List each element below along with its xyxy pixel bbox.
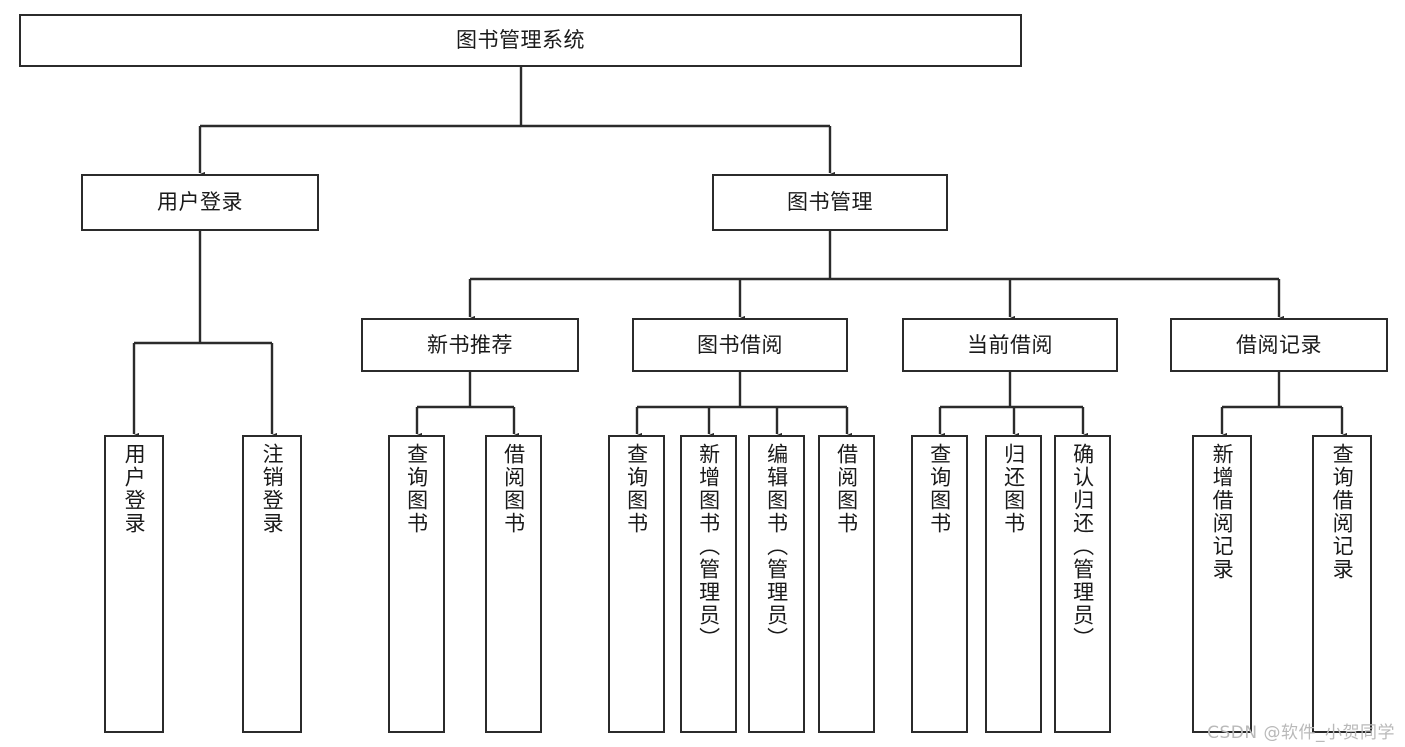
node-leaf-borrow-book-2[interactable]: 借阅图书 <box>818 435 875 733</box>
node-label: 图书管理系统 <box>456 28 585 53</box>
node-label: 当前借阅 <box>967 332 1053 357</box>
node-leaf-query-book-3[interactable]: 查询图书 <box>911 435 968 733</box>
node-leaf-add-record[interactable]: 新增借阅记录 <box>1192 435 1252 733</box>
node-leaf-add-book[interactable]: 新增图书（管理员） <box>680 435 737 733</box>
node-label: 查询图书 <box>927 443 952 535</box>
node-borrow-record[interactable]: 借阅记录 <box>1170 318 1388 372</box>
node-leaf-query-book-2[interactable]: 查询图书 <box>608 435 665 733</box>
node-label: 注销登录 <box>260 443 285 535</box>
node-label: 用户登录 <box>157 190 243 215</box>
node-root[interactable]: 图书管理系统 <box>19 14 1022 67</box>
node-label: 查询图书 <box>624 443 649 535</box>
node-leaf-query-book-1[interactable]: 查询图书 <box>388 435 445 733</box>
node-new-book-rec[interactable]: 新书推荐 <box>361 318 579 372</box>
node-label: 查询图书 <box>404 443 429 535</box>
node-leaf-user-login[interactable]: 用户登录 <box>104 435 164 733</box>
node-label: 借阅记录 <box>1236 332 1322 357</box>
node-label: 确认归还（管理员） <box>1070 443 1095 650</box>
node-leaf-user-logout[interactable]: 注销登录 <box>242 435 302 733</box>
node-label: 借阅图书 <box>834 443 859 535</box>
node-label: 新书推荐 <box>427 332 513 357</box>
node-book-borrow[interactable]: 图书借阅 <box>632 318 848 372</box>
node-leaf-borrow-book-1[interactable]: 借阅图书 <box>485 435 542 733</box>
node-user-login[interactable]: 用户登录 <box>81 174 319 231</box>
node-leaf-confirm-return[interactable]: 确认归还（管理员） <box>1054 435 1111 733</box>
node-label: 编辑图书（管理员） <box>764 443 789 650</box>
node-label: 用户登录 <box>122 443 147 535</box>
node-current-borrow[interactable]: 当前借阅 <box>902 318 1118 372</box>
node-leaf-edit-book[interactable]: 编辑图书（管理员） <box>748 435 805 733</box>
node-label: 新增借阅记录 <box>1210 443 1235 581</box>
node-label: 新增图书（管理员） <box>696 443 721 650</box>
node-leaf-query-record[interactable]: 查询借阅记录 <box>1312 435 1372 733</box>
node-book-manage[interactable]: 图书管理 <box>712 174 948 231</box>
node-leaf-return-book[interactable]: 归还图书 <box>985 435 1042 733</box>
node-label: 借阅图书 <box>501 443 526 535</box>
node-label: 图书借阅 <box>697 332 783 357</box>
node-label: 查询借阅记录 <box>1330 443 1355 581</box>
node-label: 图书管理 <box>787 190 873 215</box>
csdn-watermark: CSDN @软件_小贺同学 <box>1207 723 1395 743</box>
node-label: 归还图书 <box>1001 443 1026 535</box>
